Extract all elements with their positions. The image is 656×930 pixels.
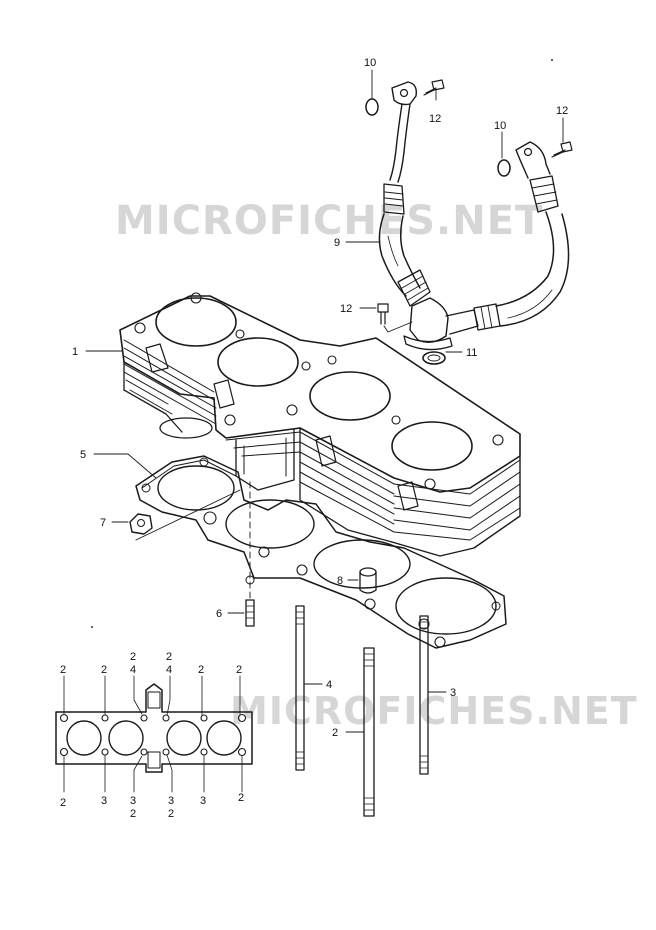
callout-5: 5 <box>80 449 86 461</box>
callout-1: 1 <box>72 346 78 358</box>
inset-top-3: 2 <box>130 651 136 663</box>
o-ring-10-left <box>365 98 379 116</box>
stud-6 <box>245 599 255 627</box>
inset-bottom-2: 3 <box>101 795 107 807</box>
callout-6: 6 <box>216 608 222 620</box>
o-ring-10-right <box>497 159 511 177</box>
dowel-pin-8 <box>359 567 377 594</box>
o-rings <box>365 98 511 365</box>
stud-4 <box>295 605 305 771</box>
inset-top-8: 2 <box>236 664 242 676</box>
inset-bottom-5: 3 <box>168 795 174 807</box>
callout-7: 7 <box>100 517 106 529</box>
inset-top-6: 4 <box>166 664 172 676</box>
bolt-12-top-right <box>551 141 573 158</box>
bolt-12-middle <box>377 303 389 325</box>
callout-4: 4 <box>326 679 332 691</box>
callout-3: 3 <box>450 687 456 699</box>
inset-sequence-labels: 2 2 2 4 2 4 2 2 2 3 3 2 3 2 3 2 <box>60 651 244 820</box>
inset-bottom-7: 3 <box>200 795 206 807</box>
o-ring-11 <box>422 351 446 365</box>
inset-bottom-1: 2 <box>60 797 66 809</box>
callout-12-top-left: 12 <box>429 113 441 125</box>
callout-8: 8 <box>337 575 343 587</box>
inset-top-5: 2 <box>166 651 172 663</box>
callout-10-left: 10 <box>364 57 376 69</box>
nut-7 <box>129 513 153 535</box>
callout-10-right: 10 <box>494 120 506 132</box>
callout-9: 9 <box>334 237 340 249</box>
watermark-bottom: MICROFICHES.NET <box>230 689 638 733</box>
assembly-guide-lines <box>135 321 413 599</box>
callout-12-top-right: 12 <box>556 105 568 117</box>
stud-2 <box>363 647 375 817</box>
inset-bottom-4: 2 <box>130 808 136 820</box>
inset-top-2: 2 <box>101 664 107 676</box>
inset-top-1: 2 <box>60 664 66 676</box>
inset-bottom-3: 3 <box>130 795 136 807</box>
callout-12-middle: 12 <box>340 303 352 315</box>
callout-2: 2 <box>332 727 338 739</box>
inset-top-4: 4 <box>130 664 136 676</box>
inset-bottom-6: 2 <box>168 808 174 820</box>
studs <box>295 605 429 817</box>
bolt-12-top-left <box>423 79 445 96</box>
cylinder-base-gasket <box>135 455 507 649</box>
callout-11: 11 <box>466 347 477 359</box>
stud-location-inset <box>55 675 253 793</box>
watermark-top: MICROFICHES.NET <box>115 198 543 244</box>
inset-top-7: 2 <box>198 664 204 676</box>
print-speck <box>551 59 553 61</box>
callout-labels: 1 2 3 4 5 6 7 8 9 10 10 11 12 12 12 <box>72 57 568 739</box>
stud-3 <box>419 615 429 775</box>
callout-leaders <box>85 69 564 733</box>
inset-bottom-8: 2 <box>238 792 244 804</box>
print-speck <box>91 626 93 628</box>
oil-hose-assembly <box>378 81 570 351</box>
bolts-12 <box>377 79 573 325</box>
